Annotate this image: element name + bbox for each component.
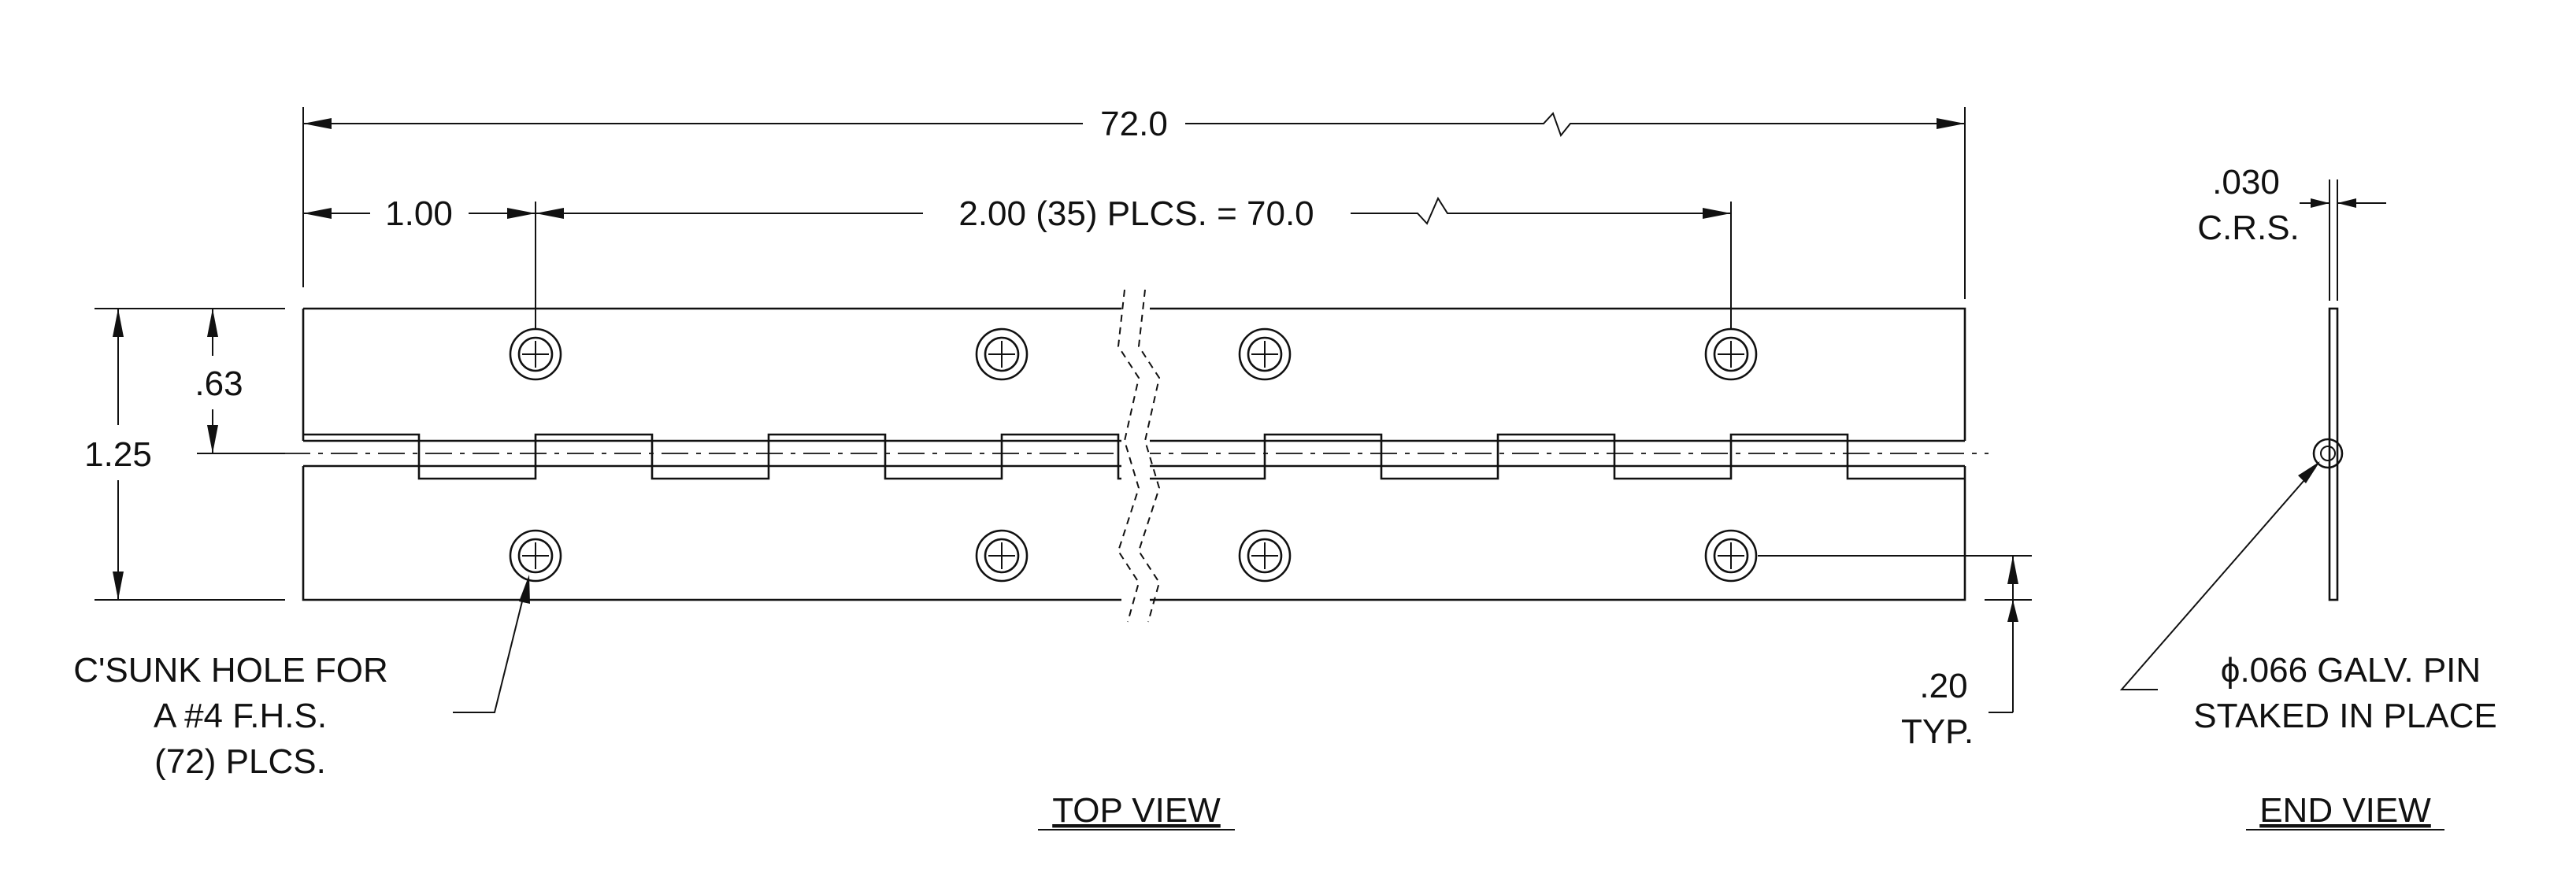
end-view-hinge: .030 C.R.S. ϕ.066 GALV. PIN STAKED IN PL…: [2119, 163, 2497, 735]
hole-spacing-label: 2.00 (35) PLCS. = 70.0: [958, 194, 1314, 233]
hole-note-line-2: A #4 F.H.S.: [154, 697, 327, 735]
hole-note-line-3: (72) PLCS.: [154, 742, 326, 781]
dim-overall-length: 72.0: [302, 105, 1966, 299]
hole-lower-4: [1704, 529, 1758, 583]
hole-note-line-1: C'SUNK HOLE FOR: [73, 651, 388, 690]
thickness-label-2: C.R.S.: [2197, 209, 2300, 247]
break-mask: [1121, 288, 1150, 622]
end-offset-label: 1.00: [385, 194, 453, 233]
pin-note-line-1: ϕ.066 GALV. PIN: [2221, 651, 2481, 690]
pin-inner: [2320, 446, 2336, 461]
edge-offset-label-2: TYP.: [1901, 712, 1974, 751]
hole-lower-1: [509, 529, 562, 583]
upper-leaf: [302, 307, 1966, 441]
hole-lower-3: [1238, 529, 1292, 583]
pin-outer: [2312, 438, 2344, 469]
top-view-title: TOP VIEW: [1052, 791, 1221, 830]
end-view-title: END VIEW: [2259, 791, 2431, 830]
pin-note-line-2: STAKED IN PLACE: [2193, 697, 2497, 735]
hole-upper-4: [1704, 327, 1758, 381]
break-line-left: [1117, 289, 1140, 623]
width-label: 1.25: [84, 435, 152, 474]
overall-length-label: 72.0: [1100, 105, 1168, 143]
dim-vertical: .63 1.25: [84, 308, 285, 601]
hole-upper-3: [1238, 327, 1292, 381]
dim-hole-spacing: 1.00 2.00 (35) PLCS. = 70.0: [303, 194, 1732, 329]
dim-edge-offset: .20 TYP.: [1758, 555, 2032, 751]
hole-note: C'SUNK HOLE FOR A #4 F.H.S. (72) PLCS.: [73, 575, 530, 781]
end-view-leaf: [2328, 307, 2339, 601]
top-view-hinge: [284, 288, 1989, 623]
thickness-label-1: .030: [2212, 163, 2280, 202]
hole-lower-2: [975, 529, 1029, 583]
hole-vertical-label: .63: [195, 364, 243, 403]
hole-upper-1: [509, 327, 562, 381]
edge-offset-label-1: .20: [1919, 667, 1967, 705]
break-line-right: [1137, 289, 1161, 623]
hole-upper-2: [975, 327, 1029, 381]
knuckle-wave: [303, 433, 1965, 480]
